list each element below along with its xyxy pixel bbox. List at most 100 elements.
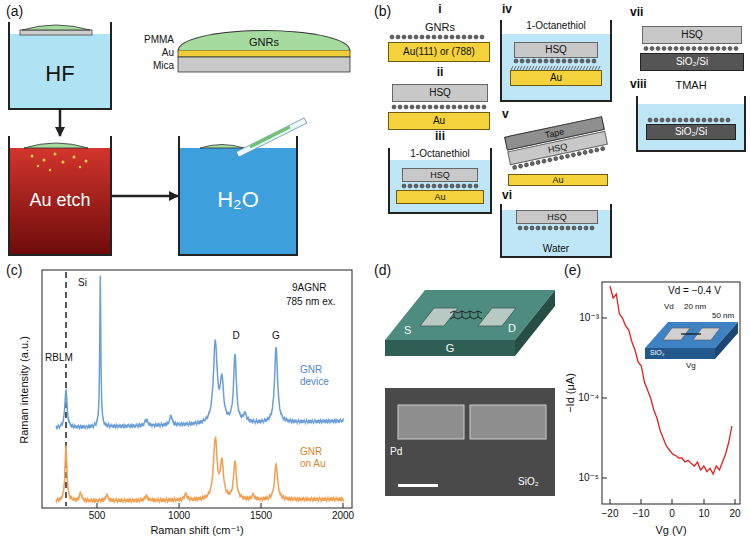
curve-label: GNR on Au [300, 446, 334, 469]
substrate-box: SiO₂/Si [646, 124, 736, 140]
gnr-dot [470, 105, 474, 109]
pd-electrode [470, 405, 546, 439]
au-layer-box: Au [508, 174, 608, 186]
beaker-label: 1-Octanethiol [410, 148, 469, 160]
gnr-dot [414, 184, 418, 188]
inset-channel [681, 333, 701, 334]
beaker: 1-OctanethiolHSQAu [500, 20, 612, 102]
gnr-dot [524, 163, 529, 168]
gnr-dot [438, 184, 442, 188]
gnr-dot [536, 160, 541, 165]
peak-label: RBLM [44, 352, 74, 364]
gnr-dot [734, 47, 738, 51]
gnr-dot [583, 150, 588, 155]
gnr-dot [690, 118, 694, 122]
peak-label: G [272, 330, 280, 342]
step-number: i [438, 3, 441, 17]
pmma-film-box: GNRs [178, 30, 350, 50]
octanethiol-liquid [390, 160, 490, 212]
process-arrow [112, 195, 178, 198]
gnr-dot [589, 149, 594, 154]
gnr-dot [708, 118, 712, 122]
inset-substrate-side [715, 322, 738, 359]
gnr-dot [692, 47, 696, 51]
beaker: TMAHSiO₂/Si [636, 96, 746, 152]
au-layer-box: Au(111) or (788) [388, 42, 490, 62]
step-number: vi [502, 189, 512, 203]
gnr-dot [572, 226, 576, 230]
gnr-dot [684, 118, 688, 122]
layer-label: SiO₂/Si [676, 56, 708, 68]
gnr-dot [594, 148, 599, 153]
layer-label: Mica [153, 60, 174, 72]
gnr-dot [698, 47, 702, 51]
water-liquid [502, 210, 610, 256]
gnr-dot [440, 105, 444, 109]
layer-label: PMMA [144, 34, 174, 46]
gnr-dot [402, 35, 406, 39]
gnr-dot [518, 226, 522, 230]
gnr-dot [654, 118, 658, 122]
gnr-dot [426, 184, 430, 188]
gnr-dot [408, 184, 412, 188]
au-layer-box: Au [510, 70, 602, 86]
gnr-dot [710, 47, 714, 51]
material-label: GNRs [425, 21, 455, 34]
gnr-dot [462, 35, 466, 39]
beaker-label: Water [543, 243, 569, 255]
gnr-dot [512, 165, 517, 170]
dimension-label: 20 nm [684, 302, 706, 311]
gnr-dot [390, 35, 394, 39]
gnr-dot [562, 59, 566, 63]
gnr-dot [482, 105, 486, 109]
gnr-dot [396, 35, 400, 39]
gnr-dot [434, 105, 438, 109]
pmma-film [22, 25, 90, 30]
gnr-dot [444, 184, 448, 188]
gnr-dot [580, 59, 584, 63]
gnr-dot [720, 118, 724, 122]
gnr-dot [458, 105, 462, 109]
layer-label: Au(111) or (788) [403, 46, 475, 58]
beaker-label: HF [45, 61, 74, 86]
gnr-dot [392, 105, 396, 109]
gnr-dot [420, 184, 424, 188]
tick-label: 0 [669, 508, 675, 520]
gnr-dot [432, 35, 436, 39]
tick-label: 1500 [250, 510, 272, 522]
tick-label: 20 [729, 508, 740, 520]
raman-device-curve [56, 276, 344, 429]
gnr-dot [542, 159, 547, 164]
gnr-dot [464, 105, 468, 109]
tick-label: 1000 [168, 510, 190, 522]
gnr-dot [600, 146, 605, 151]
gnr-dot [518, 164, 523, 169]
layer-label: Tape [544, 126, 565, 140]
beaker-label: 1-Octanethiol [526, 20, 585, 32]
au-layer-box: Au [396, 190, 484, 204]
layer-label: SiO₂/Si [675, 126, 707, 138]
gnr-dot [450, 35, 454, 39]
octanethiol-liquid [502, 34, 610, 100]
gnr-dot [450, 184, 454, 188]
panel-letter: (e) [564, 262, 581, 278]
gnr-dot [578, 226, 582, 230]
gnr-dot [550, 59, 554, 63]
gnr-dot [590, 226, 594, 230]
annotation: Vd = −0.4 V [668, 285, 721, 297]
gnr-dot [462, 184, 466, 188]
layer-label: Au [550, 72, 562, 84]
gnr-dot [408, 35, 412, 39]
beaker: 1-OctanethiolHSQAu [388, 148, 492, 214]
dimension-label: 50 nm [712, 311, 734, 320]
sem-image [385, 388, 555, 496]
terminal-label: Vd [664, 302, 674, 311]
annotation: 9AGNR [292, 282, 326, 294]
layer-label: HSQ [547, 212, 567, 222]
gnr-dot [414, 35, 418, 39]
mica-layer [178, 57, 350, 72]
gnr-dot [452, 105, 456, 109]
mica-piece [20, 30, 92, 35]
water-liquid [180, 148, 296, 254]
